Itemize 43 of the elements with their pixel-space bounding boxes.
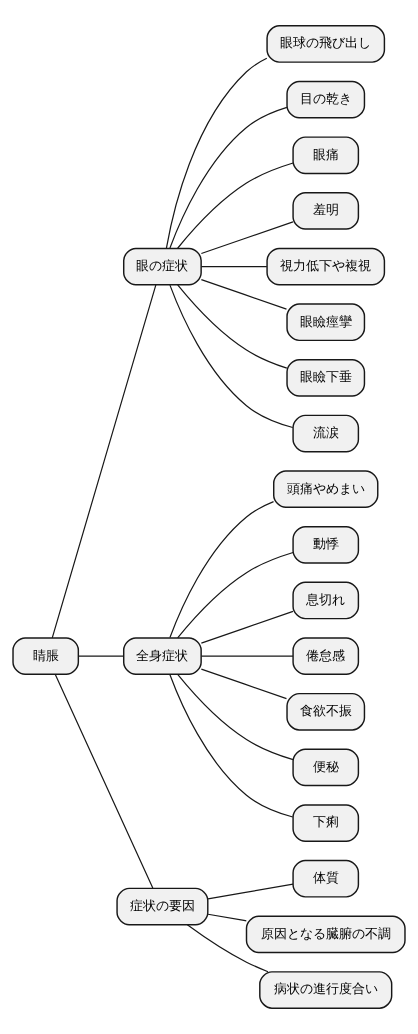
- connector: [200, 610, 294, 644]
- connector: [200, 221, 294, 255]
- node-box: 眼球の飛び出し: [266, 25, 386, 63]
- node-box: 眼痛: [292, 136, 360, 175]
- connector: [177, 284, 288, 369]
- connector: [200, 668, 288, 700]
- node-box: 病状の進行度合い: [259, 971, 393, 1009]
- node-box: 眼の症状: [123, 247, 202, 286]
- connector: [51, 284, 157, 639]
- node-box: 全身症状: [123, 637, 202, 675]
- connector: [169, 674, 294, 818]
- connector: [177, 162, 294, 249]
- node-box: 息切れ: [292, 581, 360, 620]
- node-box: 羞明: [292, 192, 360, 230]
- connector: [200, 655, 294, 657]
- node-box: 体質: [292, 859, 360, 898]
- connector: [207, 883, 294, 900]
- node-box: 睛脹: [12, 637, 80, 675]
- node-box: 視力低下や複視: [266, 247, 386, 286]
- node-box: 食欲不振: [286, 692, 366, 731]
- connector: [177, 673, 294, 761]
- node-box: 頭痛やめまい: [273, 470, 379, 509]
- connector: [54, 673, 154, 889]
- node-box: 下痢: [292, 804, 360, 842]
- connector: [186, 924, 269, 973]
- node-box: 流涙: [292, 414, 360, 453]
- node-box: 動悸: [292, 525, 360, 564]
- node-box: 便秘: [292, 748, 360, 787]
- node-box: 原因となる臓腑の不調: [245, 915, 406, 954]
- node-box: 症状の要因: [116, 887, 209, 926]
- connector: [200, 279, 288, 310]
- connector: [169, 501, 275, 639]
- connector: [165, 57, 268, 249]
- node-box: 眼瞼下垂: [286, 359, 366, 397]
- node-box: 目の乾き: [286, 80, 366, 119]
- connector: [177, 551, 294, 639]
- connector: [169, 106, 288, 249]
- connector: [77, 655, 125, 657]
- node-box: 倦怠感: [292, 637, 360, 675]
- connector: [169, 284, 294, 429]
- connector: [200, 265, 268, 268]
- connector: [207, 913, 247, 922]
- node-box: 眼瞼痙攣: [286, 303, 366, 342]
